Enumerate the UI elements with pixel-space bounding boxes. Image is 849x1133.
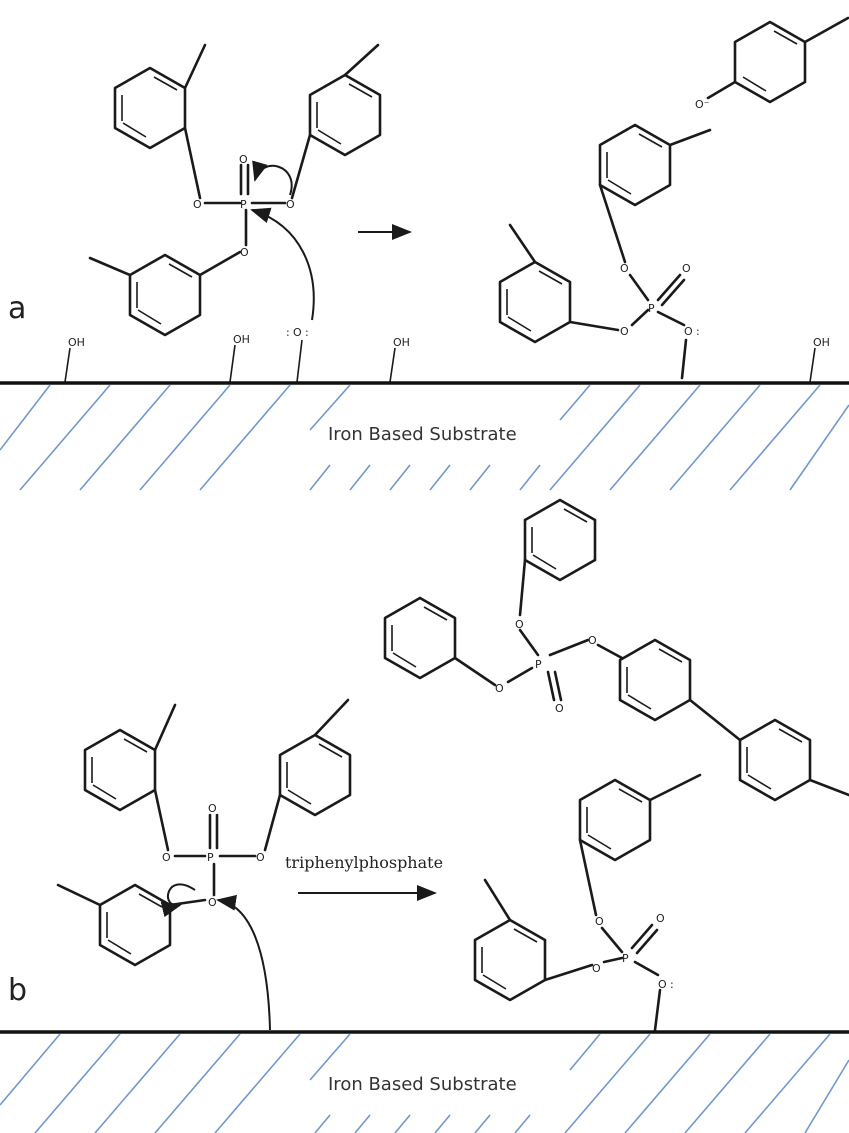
hydroxyl-label: OH	[393, 336, 410, 349]
oxygen-atom: O	[162, 851, 171, 864]
benzene-ring	[290, 43, 382, 200]
electron-push-arrow	[252, 160, 293, 196]
oxygen-atom: O	[240, 246, 249, 259]
reactant-molecule-a: O O P O O O : :	[88, 43, 382, 339]
reagent-label: triphenylphosphate	[285, 853, 443, 872]
oxygen-atom: O	[595, 915, 604, 928]
surface-bound-product-b: O O P O O :	[473, 773, 702, 1032]
panel-a-label: a	[8, 291, 26, 326]
iron-substrate-a: Iron Based Substrate	[0, 381, 849, 491]
iron-substrate-b: Iron Based Substrate	[0, 1030, 849, 1133]
oxygen-atom: O	[256, 851, 265, 864]
substrate-label: Iron Based Substrate	[328, 1074, 517, 1095]
oxygen-atom: O	[208, 802, 217, 815]
phosphorus-atom: P	[240, 198, 247, 211]
oxygen-atom: O	[588, 634, 597, 647]
oxygen-atom: O	[620, 262, 629, 275]
electron-push-arrow	[160, 883, 196, 918]
lone-pair: :	[305, 326, 309, 339]
phosphorus-atom: P	[535, 658, 542, 671]
oxygen-atom: O	[656, 912, 665, 925]
hydroxyl-label: OH	[233, 333, 250, 346]
benzene-ring	[88, 250, 242, 337]
oxygen-atom: O	[193, 198, 202, 211]
oxygen-atom: O	[682, 262, 691, 275]
electron-push-arrow	[250, 207, 315, 321]
panel-b-label: b	[8, 973, 27, 1008]
oxygen-atom: O	[495, 682, 504, 695]
surface-oxygen-atom: O	[293, 326, 302, 339]
phosphorus-atom: P	[207, 851, 214, 864]
electron-push-arrow	[216, 894, 271, 1031]
surface-hydroxyls-a: OH OH OH OH	[64, 333, 830, 383]
oxygen-atom: O	[515, 618, 524, 631]
phosphorus-atom: P	[648, 302, 655, 315]
oxygen-atom: O	[555, 702, 564, 715]
hydroxyl-label: OH	[813, 336, 830, 349]
lone-pair: :	[670, 978, 674, 991]
substrate-label: Iron Based Substrate	[328, 424, 517, 445]
surface-oxygen-atom: O	[658, 978, 667, 991]
benzene-ring	[113, 43, 207, 200]
oxygen-atom: O	[620, 325, 629, 338]
oxygen-atom: O	[239, 153, 248, 166]
oxygen-anion: O⁻	[695, 98, 710, 111]
biphenyl-phosphate-product: O O P O O	[383, 498, 849, 802]
lone-pair: :	[696, 325, 700, 338]
panel-b: b O O P O O	[0, 498, 849, 1133]
oxygen-atom: O	[286, 198, 295, 211]
reactant-molecule-b: O P O O O	[56, 698, 352, 1031]
oxygen-atom: O	[592, 962, 601, 975]
panel-a: a	[0, 16, 849, 491]
phosphorus-atom: P	[622, 952, 629, 965]
lone-pair: :	[286, 326, 290, 339]
surface-bound-product-a: O O P O O :	[498, 123, 712, 380]
cresolate-product: O⁻	[695, 16, 849, 111]
surface-oxygen-atom: O	[684, 325, 693, 338]
hydroxyl-label: OH	[68, 336, 85, 349]
oxygen-atom: O	[208, 896, 217, 909]
